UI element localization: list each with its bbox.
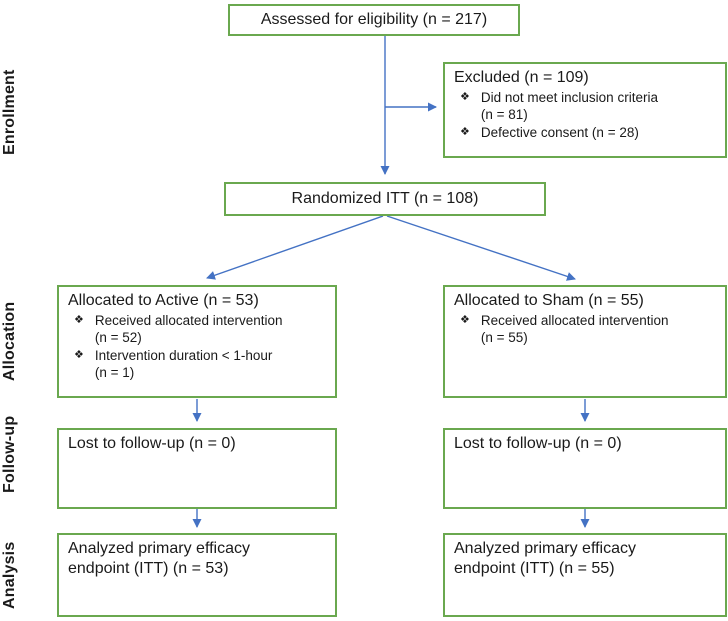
stage-label-analysis: Analysis — [1, 541, 18, 609]
allocated-active-bullet-2: ❖ Intervention duration < 1-hour (n = 1) — [74, 347, 273, 381]
lost-active-title: Lost to follow-up (n = 0) — [68, 435, 236, 452]
analyzed-active-box: Analyzed primary efficacy endpoint (ITT)… — [57, 533, 337, 617]
arrow-randomized-to-active — [206, 215, 384, 280]
stage-label-enrollment: Enrollment — [1, 69, 18, 156]
excluded-bullet-1: ❖ Did not meet inclusion criteria (n = 8… — [460, 89, 658, 123]
lost-sham-title: Lost to follow-up (n = 0) — [454, 435, 622, 452]
allocated-sham-title: Allocated to Sham (n = 55) — [454, 292, 644, 309]
analyzed-sham-box: Analyzed primary efficacy endpoint (ITT)… — [443, 533, 727, 617]
lost-sham-box: Lost to follow-up (n = 0) — [443, 428, 727, 509]
allocated-sham-box: Allocated to Sham (n = 55) ❖ Received al… — [443, 285, 727, 398]
diamond-bullet-icon: ❖ — [460, 90, 470, 103]
allocated-sham-bullet-1: ❖ Received allocated intervention (n = 5… — [460, 312, 669, 346]
allocated-active-title: Allocated to Active (n = 53) — [68, 292, 259, 309]
stage-label-allocation: Allocation — [1, 301, 18, 382]
analyzed-active-title: Analyzed primary efficacy endpoint (ITT)… — [68, 540, 250, 577]
diamond-bullet-icon: ❖ — [460, 313, 470, 326]
allocated-active-bullet-1: ❖ Received allocated intervention (n = 5… — [74, 312, 283, 346]
randomized-title: Randomized ITT (n = 108) — [291, 190, 479, 208]
excluded-bullet-2: ❖ Defective consent (n = 28) — [460, 124, 639, 140]
excluded-box: Excluded (n = 109) ❖ Did not meet inclus… — [443, 62, 727, 158]
analyzed-sham-title: Analyzed primary efficacy endpoint (ITT)… — [454, 540, 636, 577]
excluded-title: Excluded (n = 109) — [454, 69, 589, 86]
assessed-box: Assessed for eligibility (n = 217) — [228, 4, 520, 36]
arrow-randomized-to-sham — [386, 215, 576, 281]
assessed-title: Assessed for eligibility (n = 217) — [260, 11, 488, 29]
stage-label-follow-up: Follow-up — [1, 415, 18, 493]
diamond-bullet-icon: ❖ — [74, 313, 84, 326]
randomized-box: Randomized ITT (n = 108) — [224, 182, 546, 216]
lost-active-box: Lost to follow-up (n = 0) — [57, 428, 337, 509]
allocated-active-box: Allocated to Active (n = 53) ❖ Received … — [57, 285, 337, 398]
diamond-bullet-icon: ❖ — [460, 125, 470, 138]
diamond-bullet-icon: ❖ — [74, 348, 84, 361]
